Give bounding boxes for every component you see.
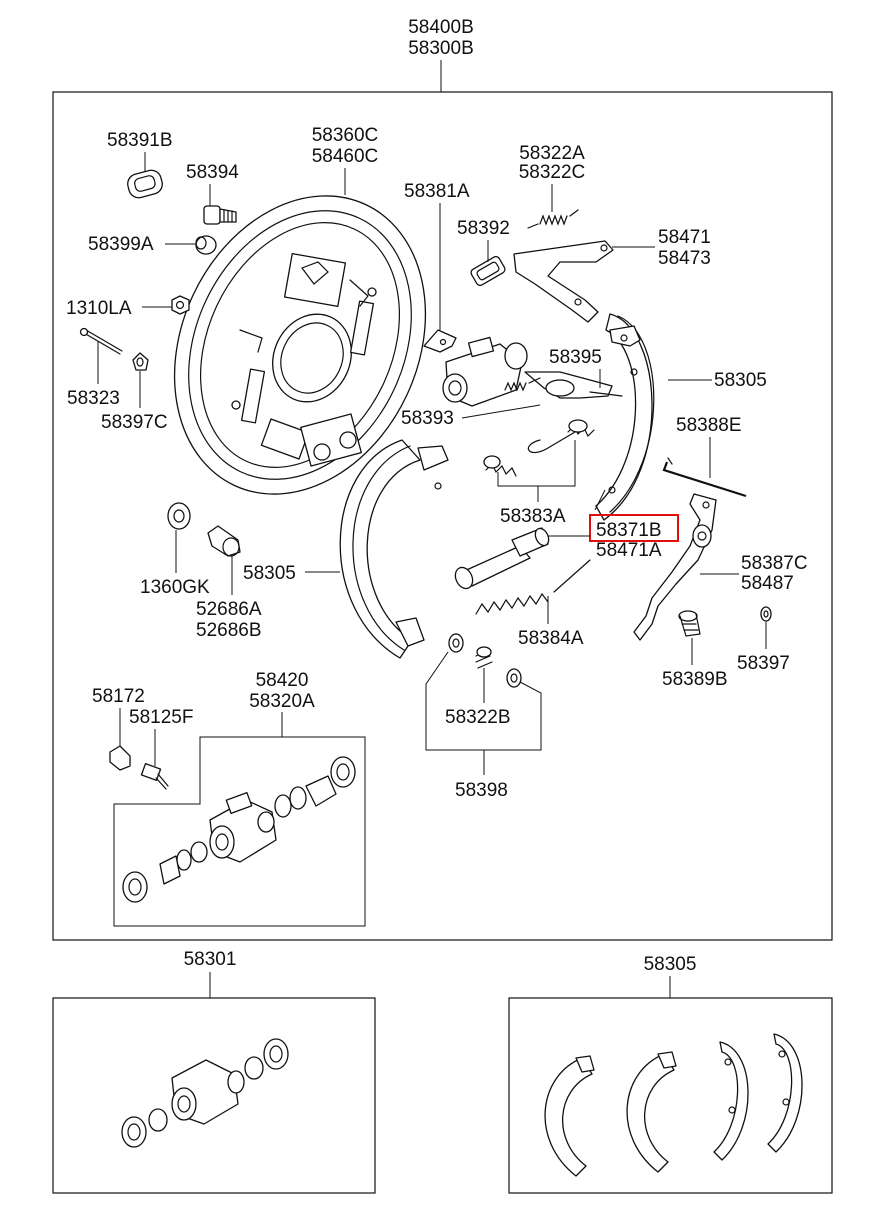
label-58322c[interactable]: 58322C (519, 162, 586, 183)
label-58398[interactable]: 58398 (455, 780, 508, 801)
highlight-box-58371b (589, 514, 679, 542)
bleeder-screw-58125f (140, 762, 169, 790)
label-58383a[interactable]: 58383A (500, 506, 566, 527)
label-58487[interactable]: 58487 (741, 573, 794, 594)
lever-58471 (513, 240, 614, 323)
cup-left-58398 (448, 633, 464, 653)
label-58305-left[interactable]: 58305 (243, 563, 296, 584)
label-58323[interactable]: 58323 (67, 388, 120, 409)
adjuster-screw-58371b (454, 527, 550, 590)
label-52686b[interactable]: 52686B (196, 620, 262, 641)
label-58384a[interactable]: 58384A (518, 628, 584, 649)
spring-58322b (475, 646, 493, 669)
label-58395[interactable]: 58395 (549, 347, 602, 368)
label-58371b[interactable]: 58371B (596, 520, 662, 541)
label-58320a[interactable]: 58320A (249, 691, 315, 712)
label-58420[interactable]: 58420 (256, 670, 309, 691)
label-58473[interactable]: 58473 (658, 248, 711, 269)
label-58322a[interactable]: 58322A (519, 143, 585, 164)
label-58322b[interactable]: 58322B (445, 707, 511, 728)
label-58397[interactable]: 58397 (737, 653, 790, 674)
label-58305-right[interactable]: 58305 (714, 370, 767, 391)
label-58387c[interactable]: 58387C (741, 553, 808, 574)
label-58397c[interactable]: 58397C (101, 412, 168, 433)
label-58393[interactable]: 58393 (401, 408, 454, 429)
label-52686a[interactable]: 52686A (196, 599, 262, 620)
label-58388e[interactable]: 58388E (676, 415, 742, 436)
cap-58399a (195, 235, 217, 255)
kit-cylinder-drawing (121, 1038, 289, 1148)
adjuster-lever-58387c (633, 493, 717, 641)
strut-58395 (524, 371, 623, 399)
backing-plate-drawing (173, 195, 427, 495)
label-58360c[interactable]: 58360C (312, 125, 379, 146)
nut-1310la (171, 295, 190, 315)
label-1360gk[interactable]: 1360GK (140, 577, 210, 598)
label-58391b[interactable]: 58391B (107, 130, 173, 151)
label-58172[interactable]: 58172 (92, 686, 145, 707)
assembly-code-1[interactable]: 58400B (408, 17, 474, 38)
kit-shoe-label[interactable]: 58305 (644, 954, 697, 975)
spring-58393 (504, 377, 541, 392)
plug-52686 (207, 525, 241, 557)
retainer-58397c (132, 352, 149, 371)
retainer-58397 (760, 606, 772, 622)
label-1310la[interactable]: 1310LA (66, 298, 132, 319)
label-58394[interactable]: 58394 (186, 162, 239, 183)
label-58460c[interactable]: 58460C (312, 146, 379, 167)
bleeder-cap-58172 (109, 745, 131, 771)
label-58471a[interactable]: 58471A (596, 540, 662, 561)
wheel-cylinder-exploded (122, 756, 356, 903)
kit-cylinder-label[interactable]: 58301 (184, 949, 237, 970)
label-58471[interactable]: 58471 (658, 227, 711, 248)
clip-58381a (423, 329, 457, 353)
wheel-cylinder-center (442, 336, 528, 407)
spring-58389b (678, 610, 701, 637)
main-assembly-frame (52, 91, 833, 941)
spring-58322a (527, 209, 579, 229)
kit-shoe-frame (508, 997, 833, 1194)
label-58399a[interactable]: 58399A (88, 234, 154, 255)
kit-shoe-drawing (544, 1033, 803, 1177)
springs-58383a (483, 419, 595, 477)
kit-cylinder-frame (52, 997, 376, 1194)
brake-shoe-left (339, 439, 449, 659)
rod-58388e (662, 457, 747, 498)
grommet-58391b (127, 169, 163, 199)
assembly-code-2[interactable]: 58300B (408, 38, 474, 59)
pin-58323 (79, 327, 123, 355)
label-58389b[interactable]: 58389B (662, 669, 728, 690)
bolt-58394 (203, 205, 237, 225)
cup-right-58398 (506, 668, 522, 688)
label-58125f[interactable]: 58125F (129, 707, 193, 728)
seal-58392 (470, 256, 506, 286)
label-58381a[interactable]: 58381A (404, 181, 470, 202)
label-58392[interactable]: 58392 (457, 218, 510, 239)
spring-58384a (475, 559, 591, 615)
washer-1360gk (167, 502, 191, 530)
brake-shoe-right (595, 313, 655, 521)
